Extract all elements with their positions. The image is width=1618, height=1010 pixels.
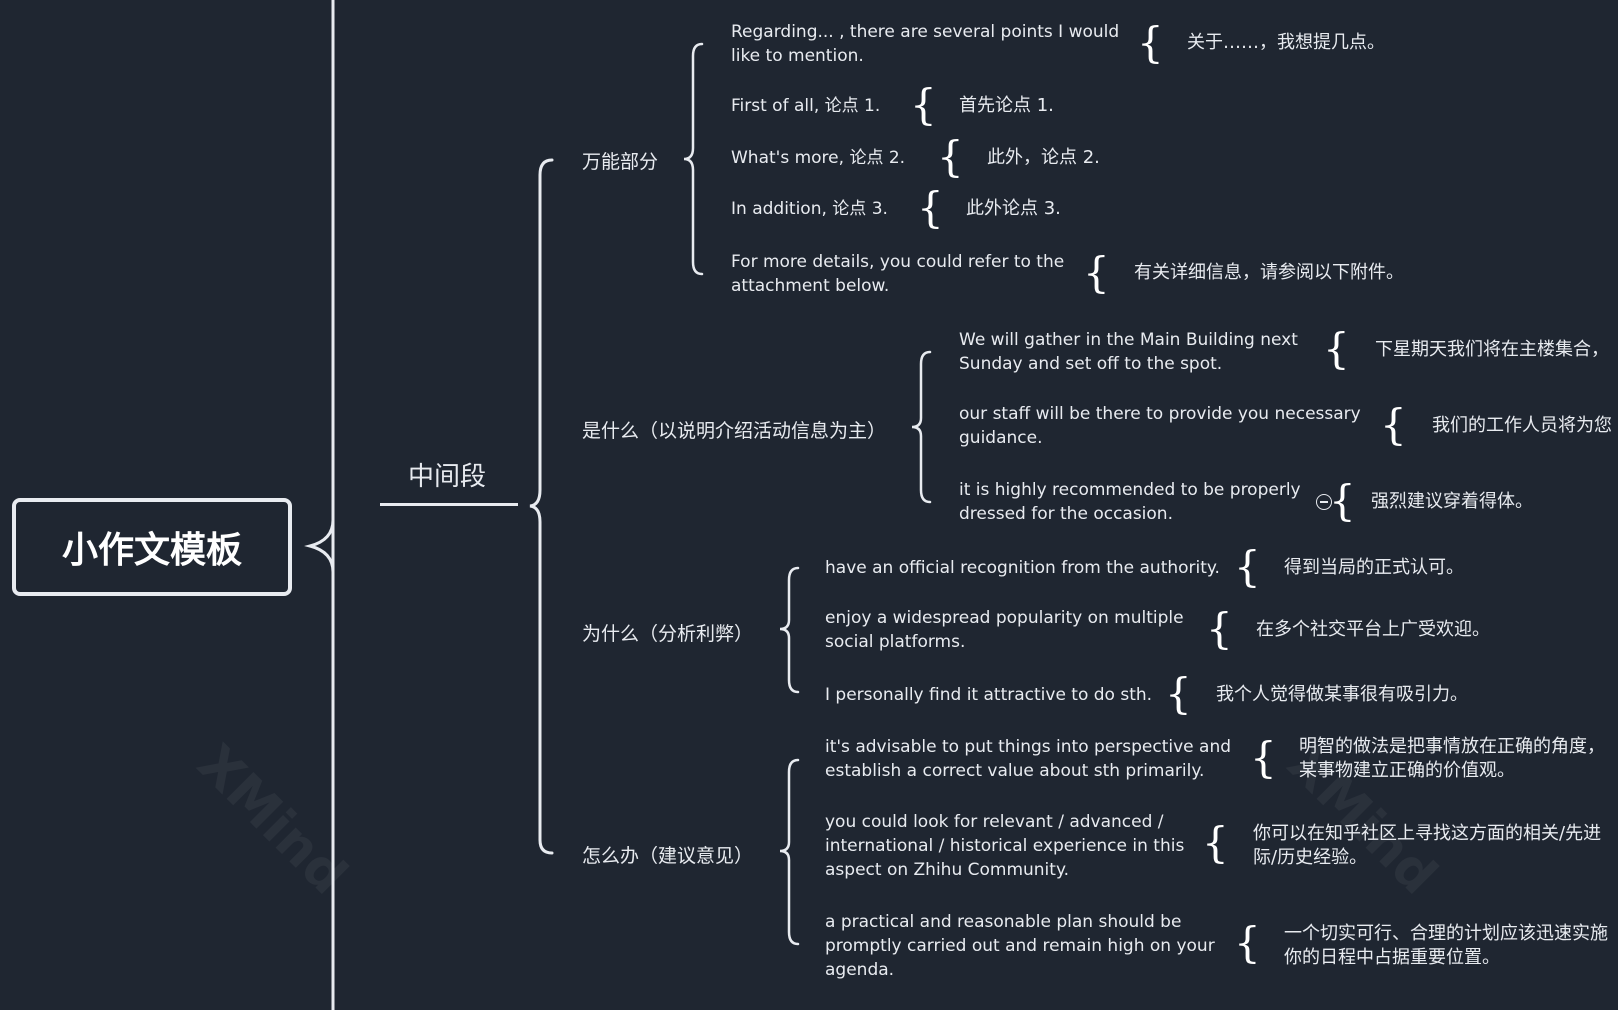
curly-brace-icon: {: [1323, 324, 1350, 373]
branch-label: 为什么（分析利弊）: [582, 623, 754, 645]
root-topic-label: 小作文模板: [61, 530, 242, 571]
english-phrase[interactable]: In addition, 论点 3.: [731, 199, 888, 219]
branch-how[interactable]: 怎么办（建议意见）: [582, 841, 753, 868]
english-phrase[interactable]: What's more, 论点 2.: [731, 148, 906, 168]
branch-bracket-4: [779, 758, 800, 946]
branch-label: 万能部分: [582, 151, 659, 173]
middle-bracket: [529, 158, 554, 855]
curly-brace-icon: {: [1165, 669, 1192, 718]
curly-brace-icon: {: [937, 132, 964, 181]
chinese-translation[interactable]: 首先论点 1.: [959, 95, 1054, 116]
curly-brace-icon: {: [1250, 733, 1277, 782]
english-phrase[interactable]: I personally find it attractive to do st…: [825, 685, 1153, 705]
branch-label: 怎么办（建议意见）: [582, 845, 754, 867]
chinese-translation[interactable]: 有关详细信息，请参阅以下附件。: [1134, 262, 1404, 283]
branch-universal[interactable]: 万能部分: [582, 147, 658, 174]
curly-brace-icon: {: [1234, 542, 1261, 591]
curly-brace-icon: {: [910, 80, 937, 129]
curly-brace-icon: {: [1329, 476, 1356, 525]
curly-brace-icon: {: [917, 183, 944, 232]
chinese-translation[interactable]: 强烈建议穿着得体。: [1371, 491, 1533, 512]
chinese-translation[interactable]: 此外，论点 2.: [987, 147, 1100, 168]
chinese-translation[interactable]: 一个切实可行、合理的计划应该迅速实施 你的日程中占据重要位置。: [1284, 923, 1608, 968]
branch-what[interactable]: 是什么（以说明介绍活动信息为主）: [582, 416, 886, 443]
branch-bracket-1: [683, 42, 704, 276]
curly-brace-icon: {: [1380, 400, 1407, 449]
chinese-translation[interactable]: 我个人觉得做某事很有吸引力。: [1216, 684, 1468, 705]
chinese-translation[interactable]: 得到当局的正式认可。: [1284, 557, 1464, 578]
chinese-translation[interactable]: 我们的工作人员将为您: [1432, 415, 1612, 436]
curly-brace-icon: {: [1206, 604, 1233, 653]
chinese-translation[interactable]: 关于……，我想提几点。: [1187, 32, 1385, 53]
english-phrase[interactable]: our staff will be there to provide you n…: [959, 404, 1361, 448]
english-phrase[interactable]: For more details, you could refer to the…: [731, 252, 1065, 296]
chinese-translation[interactable]: 明智的做法是把事情放在正确的角度， 某事物建立正确的价值观。: [1299, 736, 1605, 781]
chinese-translation[interactable]: 你可以在知乎社区上寻找这方面的相关/先进 际/历史经验。: [1253, 823, 1602, 868]
english-phrase[interactable]: a practical and reasonable plan should b…: [825, 912, 1215, 980]
curly-brace-icon: {: [1202, 818, 1229, 867]
curly-brace-icon: {: [1234, 918, 1261, 967]
curly-brace-icon: {: [1083, 248, 1110, 297]
chinese-translation[interactable]: 此外论点 3.: [966, 198, 1061, 219]
english-phrase[interactable]: it's advisable to put things into perspe…: [825, 737, 1232, 781]
branch-label: 是什么（以说明介绍活动信息为主）: [582, 420, 887, 442]
middle-paragraph-underline: [380, 503, 518, 506]
root-bracket-curl: [304, 518, 335, 574]
root-topic[interactable]: 小作文模板: [12, 498, 292, 596]
english-phrase[interactable]: We will gather in the Main Building next…: [959, 330, 1298, 374]
middle-paragraph-label: 中间段: [408, 462, 487, 492]
english-phrase[interactable]: Regarding... , there are several points …: [731, 22, 1120, 66]
english-phrase[interactable]: First of all, 论点 1.: [731, 96, 881, 116]
english-phrase[interactable]: you could look for relevant / advanced /…: [825, 812, 1185, 880]
english-phrase[interactable]: it is highly recommended to be properly …: [959, 480, 1301, 524]
middle-paragraph-topic[interactable]: 中间段: [408, 456, 486, 493]
branch-bracket-3: [779, 566, 800, 694]
curly-brace-icon: {: [1137, 18, 1164, 67]
english-phrase[interactable]: enjoy a widespread popularity on multipl…: [825, 608, 1184, 652]
branch-why[interactable]: 为什么（分析利弊）: [582, 619, 753, 646]
chinese-translation[interactable]: 下星期天我们将在主楼集合，: [1375, 339, 1609, 360]
branch-bracket-2: [911, 350, 932, 504]
collapse-minus-icon[interactable]: [1316, 494, 1332, 510]
chinese-translation[interactable]: 在多个社交平台上广受欢迎。: [1256, 619, 1490, 640]
english-phrase[interactable]: have an official recognition from the au…: [825, 558, 1220, 578]
